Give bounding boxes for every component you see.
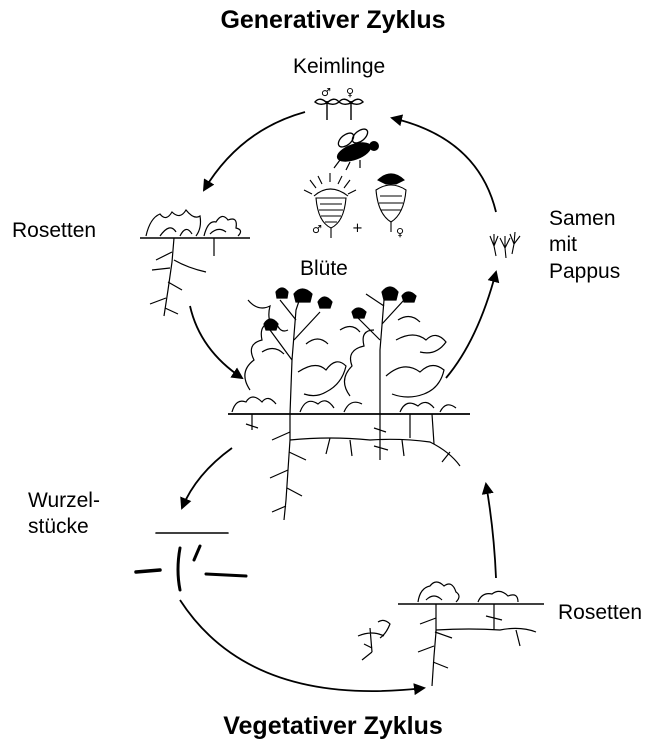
arrow-seedlings-to-rosettes	[204, 112, 305, 190]
male-symbol-flower: ♂	[312, 223, 322, 236]
female-flower-head-icon	[376, 174, 406, 232]
bee-icon	[334, 126, 379, 170]
female-symbol-seedling: ♀	[346, 86, 354, 99]
rosette-generative-illustration	[140, 210, 250, 316]
flowering-plants-illustration	[228, 287, 470, 520]
arrow-seeds-to-seedlings	[392, 118, 496, 212]
arrow-fragments-to-rosettes	[180, 600, 424, 691]
seeds-with-pappus-icon	[490, 232, 520, 258]
arrow-rosettes-to-flowering-plant	[486, 484, 496, 578]
arrow-flowering-to-seeds	[446, 272, 496, 378]
arrow-roots-to-fragments	[182, 448, 232, 508]
male-symbol-seedling: ♂	[321, 86, 331, 99]
seedlings-illustration	[315, 99, 363, 120]
arrow-rosettes-to-flowering	[190, 306, 242, 378]
root-fragments-illustration	[136, 533, 246, 590]
rosettes-vegetative-illustration	[358, 582, 544, 686]
female-symbol-flower: ♀	[396, 226, 404, 239]
plus-symbol: +	[352, 221, 363, 236]
